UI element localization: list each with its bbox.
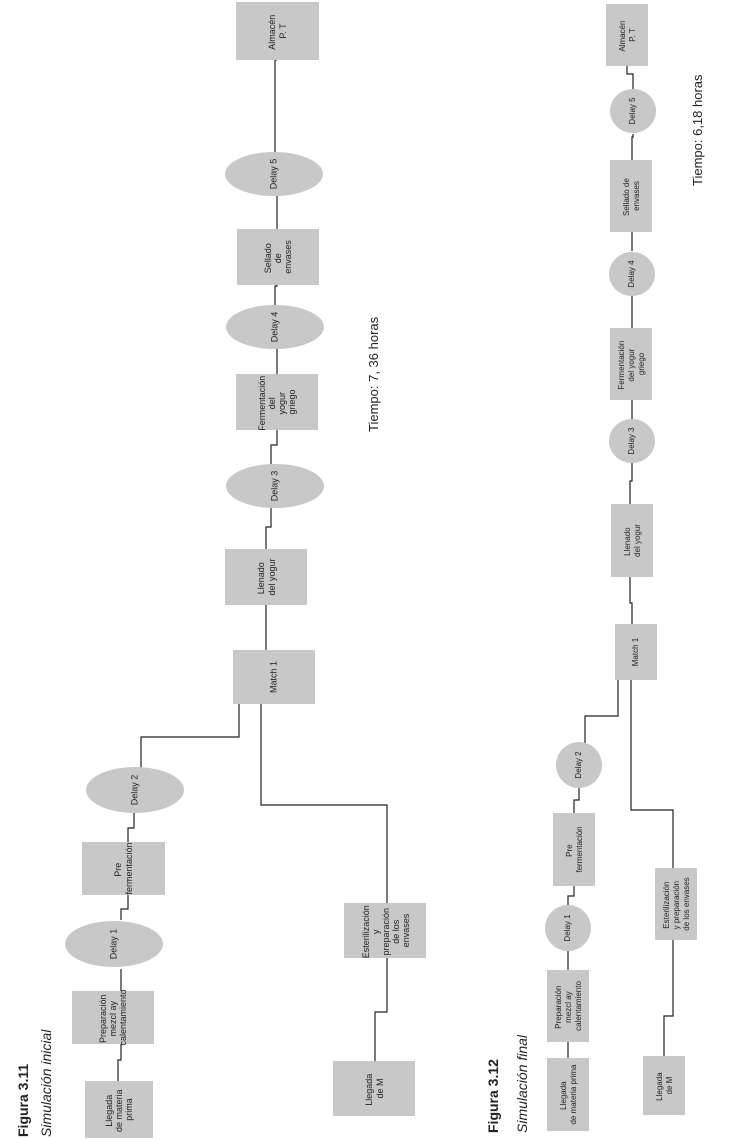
node-label: Fermentación del yogur griego <box>257 373 297 431</box>
fig312-node-llegada-mp: Llegada de materia prima <box>547 1058 589 1131</box>
fig311-time: Tiempo: 7, 36 horas <box>366 316 381 432</box>
fig312-caption: Simulación final <box>514 1034 530 1133</box>
fig312-label: Figura 3.12 <box>485 1059 501 1133</box>
node-label: Match 1 <box>631 637 640 666</box>
fig311-node-llegada-m: Llegada de M <box>333 1061 415 1116</box>
node-label: Delay 5 <box>268 159 278 190</box>
node-label: Esterilización y preparación de los enva… <box>662 877 691 930</box>
fig312-node-sellado: Sellado de envases <box>610 160 652 232</box>
node-label: Llegada de M <box>655 1070 674 1101</box>
node-label: Llegada de M <box>364 1071 385 1106</box>
node-label: Preparación mezcl ay calentamiento <box>554 981 583 1031</box>
fig312-node-preparacion: Preparación mezcl ay calentamiento <box>547 970 589 1042</box>
node-label: Delay 3 <box>269 471 279 502</box>
fig311-node-delay3: Delay 3 <box>226 464 324 508</box>
fig312-connectors <box>567 66 674 1058</box>
fig311-node-llenado: Llenado del yogur <box>225 549 307 605</box>
node-label: Delay 1 <box>563 914 572 942</box>
fig311-node-sellado: Sellado de envases <box>237 229 319 285</box>
node-label: Almacén P. T <box>618 18 637 51</box>
fig311-node-fermentacion: Fermentación del yogur griego <box>236 373 318 431</box>
fig312-node-esterilizacion: Esterilización y preparación de los enva… <box>655 868 697 940</box>
node-label: Delay 4 <box>627 260 636 288</box>
fig311-node-esterilizacion: Esterilización y preparación de los enva… <box>344 903 426 959</box>
node-label: Almacén P. T <box>267 12 288 50</box>
figure-3-11: Llegada de materia prima Preparación mez… <box>15 2 426 1138</box>
fig312-node-fermentacion: Fermentación del yogur griego <box>610 328 652 400</box>
fig312-node-delay1: Delay 1 <box>545 905 591 951</box>
node-label: Pre fermentación <box>565 826 584 872</box>
node-label: Fermentación del yogur griego <box>617 338 646 389</box>
node-label: Delay 3 <box>627 427 636 455</box>
node-label: Delay 5 <box>628 97 637 125</box>
fig312-time: Tiempo: 6,18 horas <box>690 74 705 186</box>
fig311-node-delay5: Delay 5 <box>225 152 323 196</box>
node-label: Pre fermentación <box>113 842 134 894</box>
node-label: Sellado de envases <box>263 240 293 274</box>
fig311-node-match1: Match 1 <box>233 650 315 704</box>
fig312-node-delay4: Delay 4 <box>609 252 655 296</box>
node-label: Delay 2 <box>129 775 139 806</box>
node-label: Sellado de envases <box>622 176 641 216</box>
node-label: Delay 2 <box>574 751 583 779</box>
node-label: Llenado del yogur <box>623 524 642 557</box>
figure-3-12: Llegada de materia prima Preparación mez… <box>485 4 705 1133</box>
fig311-node-llegada-mp: Llegada de materia prima <box>85 1081 153 1138</box>
fig311-node-pre-fermentacion: Pre fermentación <box>82 842 165 895</box>
fig311-node-delay4: Delay 4 <box>226 305 324 349</box>
fig312-node-almacen: Almacén P. T <box>606 4 648 66</box>
node-label: Delay 1 <box>108 929 118 960</box>
fig311-node-preparacion: Preparación mezcl ay calentamiento <box>72 989 154 1046</box>
fig311-caption: Simulación inicial <box>38 1029 54 1137</box>
node-label: Match 1 <box>268 661 278 693</box>
node-label: Llegada de materia prima <box>104 1087 134 1132</box>
node-label: Preparación mezcl ay calentamiento <box>98 989 128 1045</box>
fig311-node-delay1: Delay 1 <box>65 921 163 967</box>
fig312-node-delay2: Delay 2 <box>556 742 602 788</box>
fig312-node-pre-fermentacion: Pre fermentación <box>553 813 595 886</box>
fig311-node-delay2: Delay 2 <box>86 767 184 813</box>
node-label: Esterilización y preparación de los enva… <box>361 903 411 959</box>
node-label: Llegada de materia prima <box>559 1064 578 1125</box>
node-label: Llenado del yogur <box>256 558 277 595</box>
fig312-node-delay3: Delay 3 <box>609 419 655 463</box>
fig311-node-almacen: Almacén P. T <box>236 2 319 60</box>
fig312-node-match1: Match 1 <box>615 624 657 680</box>
fig312-node-llenado: Llenado del yogur <box>611 504 653 577</box>
fig312-node-llegada-m: Llegada de M <box>643 1056 685 1115</box>
node-label: Delay 4 <box>269 312 279 343</box>
fig311-label: Figura 3.11 <box>15 1064 31 1137</box>
fig312-node-delay5: Delay 5 <box>610 89 656 133</box>
